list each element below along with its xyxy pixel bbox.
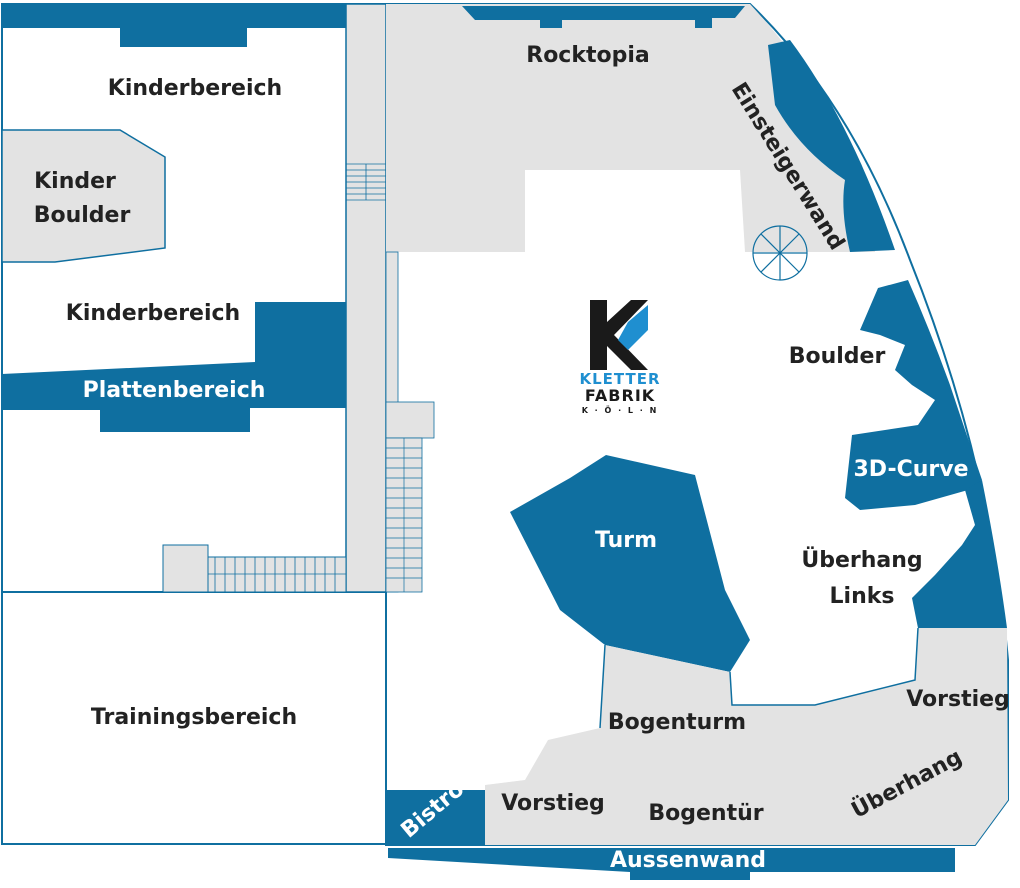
plattenbereich-wall (2, 302, 346, 432)
label-kinder-boulder-1[interactable]: Kinder (34, 169, 116, 194)
rocktopia-wall (462, 6, 745, 28)
spiral-stair (752, 225, 808, 281)
kinder-boulder-area (1, 129, 166, 263)
label-kinderbereich-mid[interactable]: Kinderbereich (66, 301, 240, 326)
stairs-horizontal (208, 557, 346, 592)
stairs-right (385, 437, 423, 593)
label-kinderbereich-top[interactable]: Kinderbereich (108, 76, 282, 101)
label-trainingsbereich[interactable]: Trainingsbereich (91, 705, 297, 730)
label-vorstieg-left[interactable]: Vorstieg (501, 791, 605, 816)
label-vorstieg-right[interactable]: Vorstieg (906, 687, 1010, 712)
label-3d-curve[interactable]: 3D-Curve (853, 457, 968, 482)
bogenturm-lines (599, 627, 919, 729)
logo-accent-shape (618, 305, 648, 350)
label-turm[interactable]: Turm (595, 528, 657, 553)
bistro-area (386, 790, 485, 845)
label-bogenturm[interactable]: Bogenturm (608, 710, 746, 735)
label-bogentuer[interactable]: Bogentür (648, 801, 763, 826)
bogen-area (485, 628, 1008, 845)
logo-line-2: FABRIK (585, 386, 655, 405)
label-aussenwand[interactable]: Aussenwand (610, 848, 766, 873)
einsteigerwand-wall (768, 40, 895, 252)
rocktopia-area (386, 4, 875, 252)
boulder-wall (860, 280, 950, 385)
ueberhang-links-wall (912, 480, 1007, 628)
logo-k-shape (590, 300, 648, 370)
label-ueberhang-links-2[interactable]: Links (830, 584, 895, 609)
label-ueberhang-links-1[interactable]: Überhang (801, 547, 922, 573)
label-plattenbereich[interactable]: Plattenbereich (83, 378, 266, 403)
kletterfabrik-logo: KLETTER FABRIK K · Ö · L · N (579, 300, 660, 415)
logo-line-3: K · Ö · L · N (582, 405, 659, 415)
turm-wall (510, 455, 750, 672)
stairs-top (346, 163, 386, 201)
3d-curve-wall (845, 385, 982, 510)
hall-landing (385, 401, 435, 439)
label-rocktopia[interactable]: Rocktopia (526, 43, 650, 68)
label-kinder-boulder-2[interactable]: Boulder (34, 203, 131, 228)
aussenwand-wall (388, 848, 955, 880)
kinderbereich-top-wall (2, 4, 346, 47)
logo-line-1: KLETTER (579, 370, 660, 388)
corridor (162, 3, 387, 593)
label-boulder[interactable]: Boulder (789, 344, 886, 369)
